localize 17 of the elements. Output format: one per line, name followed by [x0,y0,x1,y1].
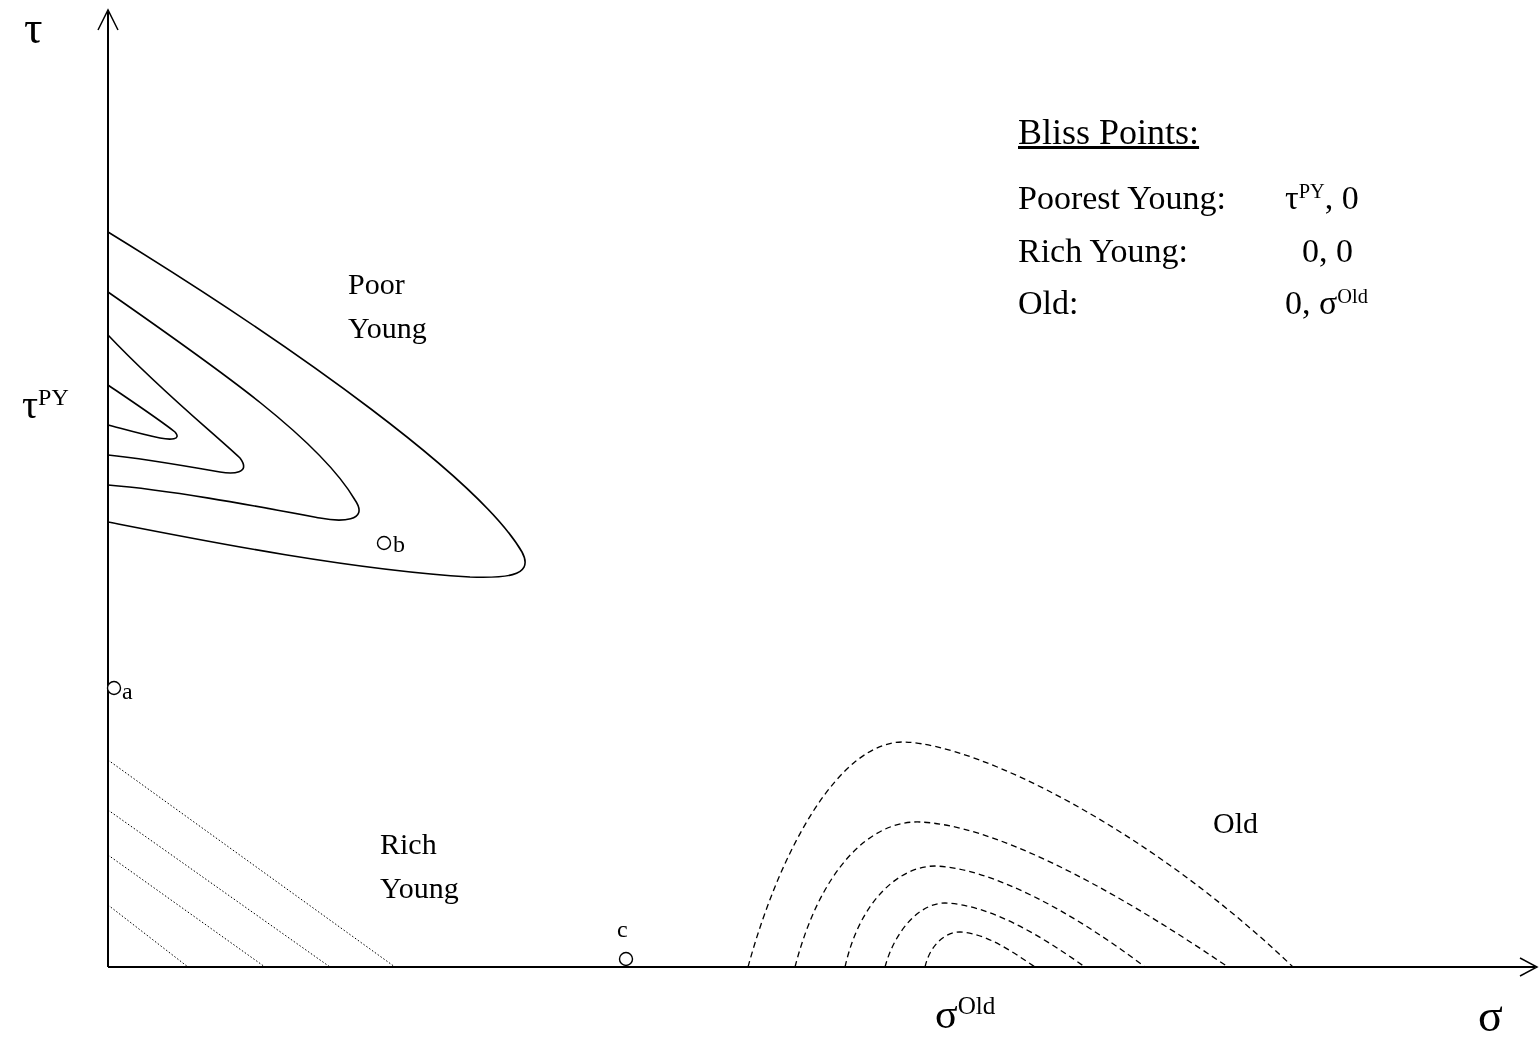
legend-text: Poorest Young: [1018,178,1226,218]
region-label: Poor Young [348,266,428,346]
legend-text: τ$^{PY}$, 0 [1285,178,1359,218]
legend-title: Bliss Points: [1018,112,1200,154]
legend-text: 0, 0 [1302,231,1353,271]
point-label: a [122,678,133,706]
axis-label: σ$^{Old}$ [935,990,996,1037]
legend-text: Rich Young: [1018,231,1189,271]
axis-label: τ$^{PY}$ [22,382,69,428]
region-label: Old [1213,806,1258,841]
point-label: c [617,916,628,944]
point-label: b [393,531,405,559]
region-label: Rich Young [380,826,460,906]
axis-label: τ [24,2,43,55]
legend-text: Old: [1018,283,1079,323]
legend-text: 0, σ$^{Old}$ [1285,283,1368,323]
axis-label: σ [1478,990,1503,1037]
